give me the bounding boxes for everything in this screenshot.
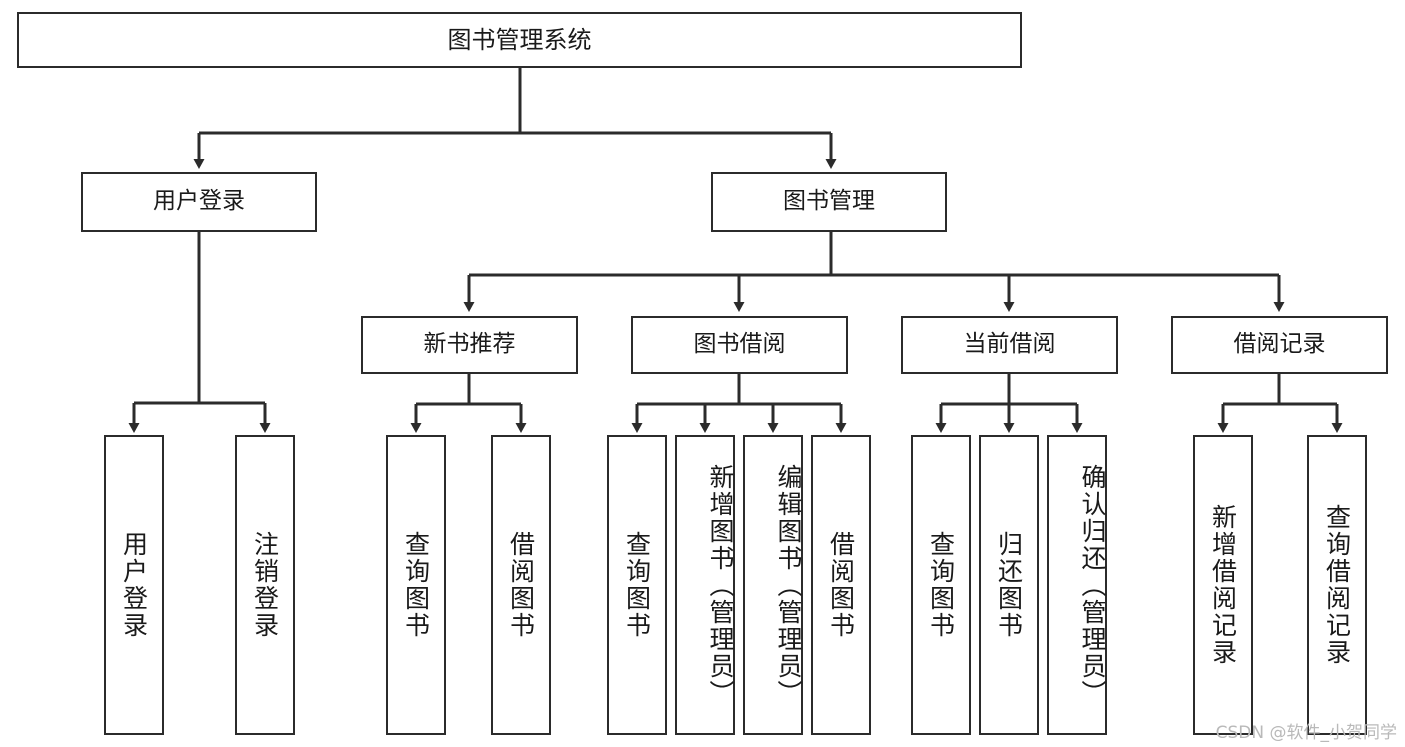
leaf-query-book-current[interactable]: 查询图书 bbox=[911, 435, 971, 735]
leaf-user-login[interactable]: 用户登录 bbox=[104, 435, 164, 735]
leaf-logout-login[interactable]: 注销登录 bbox=[235, 435, 295, 735]
leaf-edit-book-admin[interactable]: 编辑图书（管理员） bbox=[743, 435, 803, 735]
leaf-query-borrow-record[interactable]: 查询借阅记录 bbox=[1307, 435, 1367, 735]
node-new-book-recommend[interactable]: 新书推荐 bbox=[361, 316, 578, 374]
leaf-borrow-book-borrow[interactable]: 借阅图书 bbox=[811, 435, 871, 735]
leaf-query-book-newbook[interactable]: 查询图书 bbox=[386, 435, 446, 735]
leaf-query-book-borrow[interactable]: 查询图书 bbox=[607, 435, 667, 735]
leaf-return-book[interactable]: 归还图书 bbox=[979, 435, 1039, 735]
leaf-confirm-return-admin[interactable]: 确认归还（管理员） bbox=[1047, 435, 1107, 735]
leaf-add-book-admin[interactable]: 新增图书（管理员） bbox=[675, 435, 735, 735]
node-book-borrow[interactable]: 图书借阅 bbox=[631, 316, 848, 374]
node-root-system[interactable]: 图书管理系统 bbox=[17, 12, 1022, 68]
node-book-management[interactable]: 图书管理 bbox=[711, 172, 947, 232]
node-borrow-records[interactable]: 借阅记录 bbox=[1171, 316, 1388, 374]
watermark-text: CSDN @软件_小贺同学 bbox=[1215, 723, 1397, 743]
leaf-borrow-book-newbook[interactable]: 借阅图书 bbox=[491, 435, 551, 735]
leaf-add-borrow-record[interactable]: 新增借阅记录 bbox=[1193, 435, 1253, 735]
node-current-borrow[interactable]: 当前借阅 bbox=[901, 316, 1118, 374]
node-user-login[interactable]: 用户登录 bbox=[81, 172, 317, 232]
